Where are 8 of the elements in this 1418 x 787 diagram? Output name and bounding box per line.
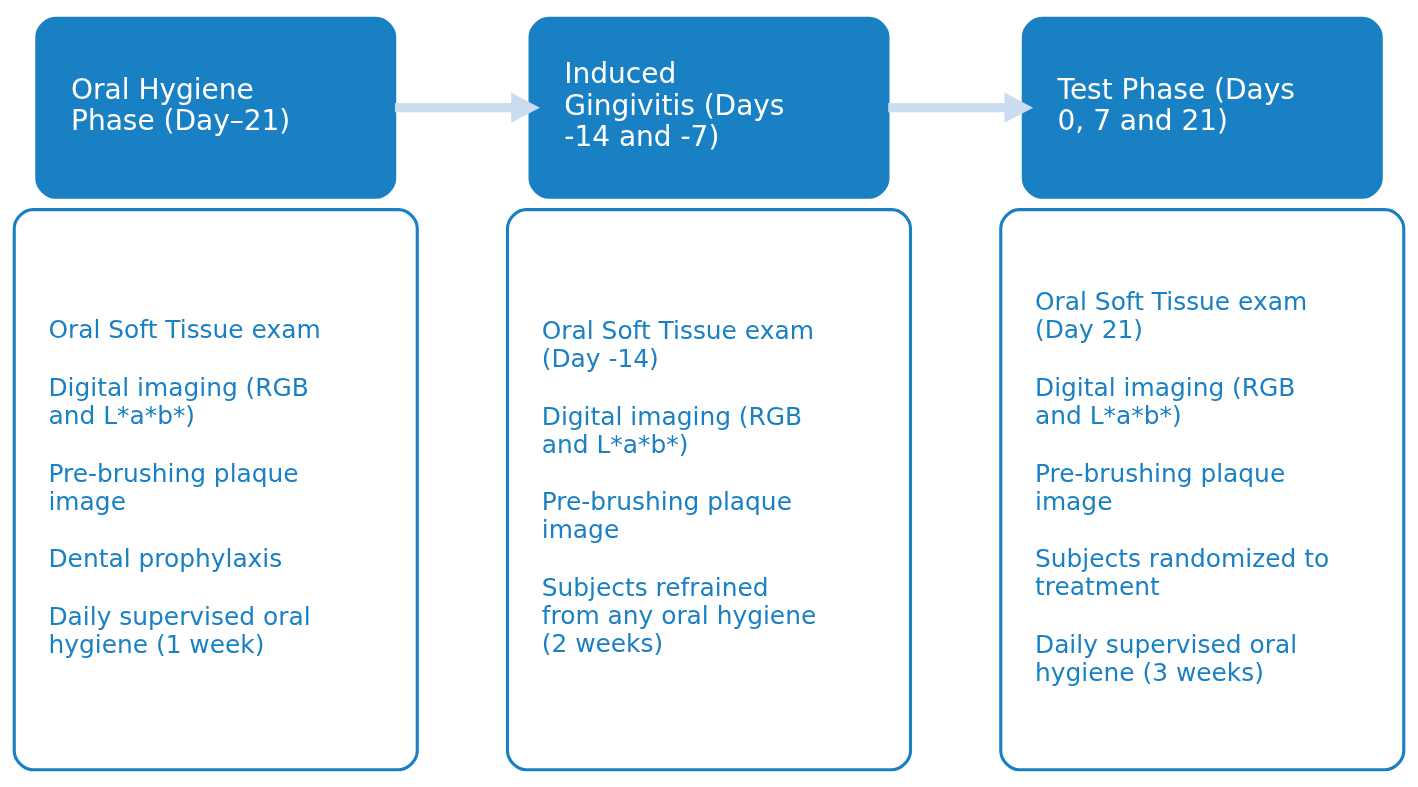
node-box: Oral Soft Tissue exam (Day 21) Digital imaging (RGB and L*a*b*) Pre-brushing plaque image Subjects randomized to treatment Daily supervised oral hygiene (3 weeks): [999, 207, 1406, 771]
node-box: Oral Soft Tissue exam Digital imaging (RGB and L*a*b*) Pre-brushing plaque image Dental prophylaxis Daily supervised oral hygiene (1 week): [12, 207, 419, 771]
arrow: [394, 92, 540, 123]
node-box: Oral Soft Tissue exam (Day -14) Digital imaging (RGB and L*a*b*) Pre-brushing plaque image Subjects refrained from any oral hygiene (2 weeks): [505, 207, 913, 771]
arrow: [888, 92, 1034, 123]
node-box: Test Phase (Days 0, 7 and 21): [1021, 16, 1383, 199]
node-box: Oral Hygiene Phase (Day–21): [35, 16, 397, 199]
node-box: Induced Gingivitis (Days -14 and -7): [528, 16, 890, 199]
